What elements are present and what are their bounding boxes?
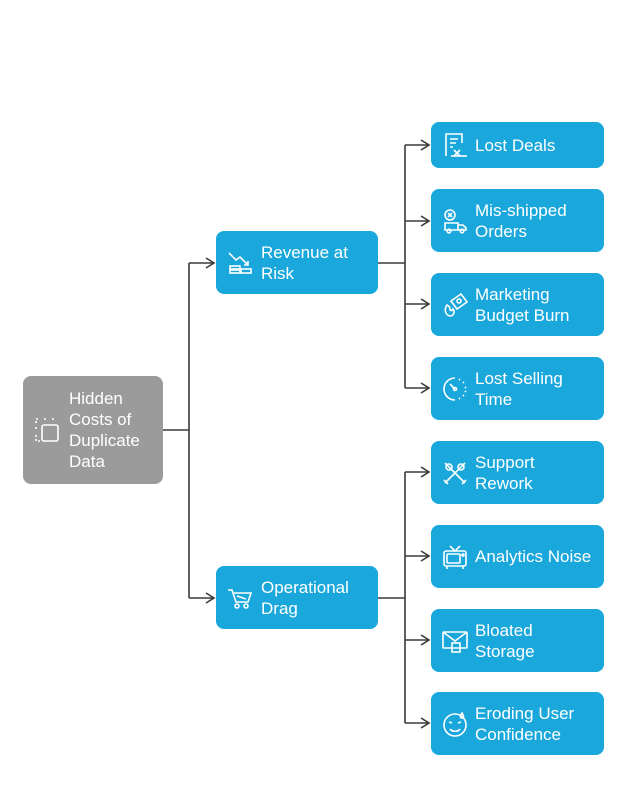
leaf-mis-shipped-orders: Mis-shipped Orders: [431, 189, 604, 252]
connector-root-branches: [163, 263, 190, 598]
money-down-icon: [224, 249, 256, 277]
sweat-face-icon: [440, 710, 470, 738]
connector-revenue-children: [378, 145, 406, 388]
tv-icon: [440, 543, 470, 571]
timer-icon: [440, 375, 470, 403]
burning-cash-icon: [440, 291, 470, 319]
leaf-label: Support Rework: [475, 452, 535, 493]
leaf-label: Lost Deals: [475, 135, 556, 155]
leaf-label: Mis-shipped Orders: [475, 200, 567, 241]
leaf-analytics-noise: Analytics Noise: [431, 525, 604, 588]
leaf-lost-deals: Lost Deals: [431, 122, 604, 168]
branch-label: Operational Drag: [261, 577, 349, 618]
connector-operational-children: [378, 472, 406, 723]
leaf-eroding-user-confidence: Eroding User Confidence: [431, 692, 604, 755]
dashed-select-icon: [31, 416, 63, 444]
leaf-bloated-storage: Bloated Storage: [431, 609, 604, 672]
leaf-label: Eroding User Confidence: [475, 703, 575, 744]
leaf-label: Analytics Noise: [475, 547, 592, 566]
cart-icon: [224, 584, 256, 612]
branch-operational-drag: Operational Drag: [216, 566, 378, 629]
truck-x-icon: [440, 207, 470, 235]
arrowhead-operational: [205, 592, 216, 604]
leaf-label: Bloated Storage: [475, 620, 535, 661]
arrowhead-revenue: [205, 257, 216, 269]
leaf-support-rework: Support Rework: [431, 441, 604, 504]
leaf-marketing-budget-burn: Marketing Budget Burn: [431, 273, 604, 336]
leaf-label: Lost Selling Time: [475, 368, 563, 409]
branch-label: Revenue at Risk: [261, 242, 348, 283]
root-node: Hidden Costs of Duplicate Data: [23, 376, 163, 484]
mail-box-icon: [440, 627, 470, 655]
leaf-label: Marketing Budget Burn: [475, 284, 570, 325]
contract-icon: [440, 131, 470, 159]
leaf-lost-selling-time: Lost Selling Time: [431, 357, 604, 420]
root-label: Hidden Costs of Duplicate Data: [69, 389, 140, 471]
tools-icon: [440, 459, 470, 487]
branch-revenue-at-risk: Revenue at Risk: [216, 231, 378, 294]
